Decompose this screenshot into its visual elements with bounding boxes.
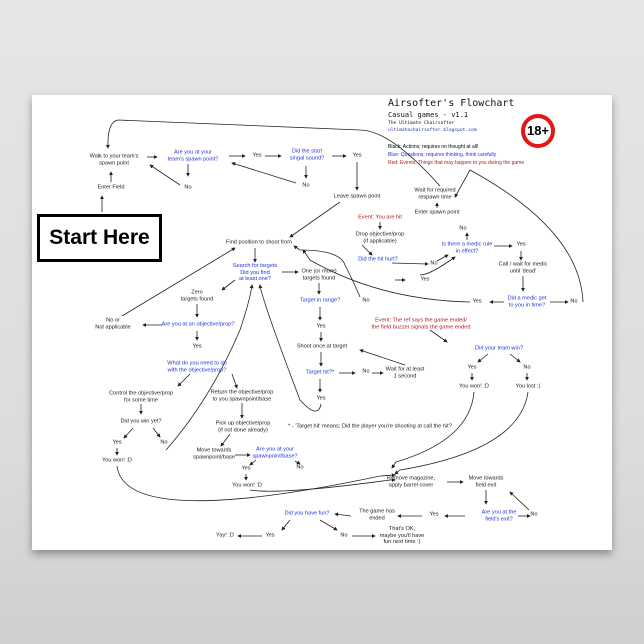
action-node: Drop objective/prop (if applicable) [355,231,405,244]
action-node: No [160,439,168,446]
action-node: Wait for required respawn time [414,187,456,200]
action-node: Call / wait for medic until 'dead' [498,261,548,274]
question-node: Did your team win? [475,345,523,352]
action-node: You lost :( [515,383,541,390]
action-node: Move towards spawnpoint/base [193,447,235,460]
action-node: Yes [252,152,262,159]
action-node: One (or more) targets found [301,268,337,281]
action-node: No [523,364,531,371]
action-node: Wait for at least 1 second [385,366,425,379]
action-node: Yes [265,532,275,539]
action-node: No [302,182,310,189]
question-node: Are you at your spawnpoint/base? [252,446,298,459]
age-18-plus-badge: 18+ [521,114,555,148]
action-node: Yes [516,241,526,248]
legend-actions: Black: Actions; requires no thought at a… [388,144,479,150]
action-node: Yes [316,395,326,402]
action-node: Zero targets found [180,289,214,302]
poster-title: Airsofter's Flowchart [388,98,515,109]
action-node: You won! :D [102,457,132,464]
action-node: That's OK, maybe you'll have fun next ti… [379,526,425,546]
action-node: Yes [467,364,477,371]
action-node: No [362,368,370,375]
poster-subtitle: Casual games - v1.1 [388,111,469,119]
action-node: Yes [112,439,122,446]
action-node: Walk to your team's spawn point [89,153,139,166]
action-node: Did you win yet? [120,418,162,425]
question-node: Did you have fun? [284,510,330,517]
action-node: Yes [429,511,439,518]
action-node: Shoot once at target [296,343,348,350]
question-node: Search for targets Did you find at least… [232,263,278,283]
poster-author: The Ultimate Chairsofter [388,121,455,126]
action-node: Leave spawn point [333,193,381,200]
action-node: You won! :D [232,482,262,489]
action-node: Yes [316,323,326,330]
action-node: Yes [192,343,202,350]
event-node: Event: The ref says the game ended/ the … [371,317,471,330]
question-node: Did the hit hurt? [358,256,398,263]
question-node: Are you at the field's exit? [481,509,517,522]
question-node: Is there a medic rule in effect? [441,241,493,254]
legend-questions: Blue: Questions; requires thinking, thin… [388,152,497,158]
question-node: Are you at an objective/prop? [161,321,235,328]
action-node: Move towards field exit [468,475,504,488]
action-node: No [459,225,467,232]
action-node: The game has ended [359,508,395,521]
action-node: Enter spawn point [414,209,460,216]
event-node: Event: You are hit [358,214,402,221]
action-node: No [362,297,370,304]
action-node: No [296,464,304,471]
action-node: * - 'Target hit' means: Did the player y… [288,423,452,430]
action-node: Return the objective/prop to you spawnpo… [210,389,274,402]
question-node: What do you need to do with the objectiv… [167,360,227,373]
action-node: No [530,511,538,518]
question-node: Target in range? [299,297,341,304]
action-node: No [430,260,438,267]
action-node: No [570,298,578,305]
action-node: Enter Field [97,184,125,191]
question-node: Did the start singal sound? [289,148,325,161]
action-node: Control the objective/prop for some time [109,390,173,403]
action-node: Yes [352,152,362,159]
action-node: Yes [420,276,430,283]
poster-site: ultimatechairsofter.blogspot.com [388,128,477,133]
action-node: No or Not applicable [95,317,131,330]
question-node: Did a medic get to you in time? [507,295,547,308]
question-node: Are you at your team's spawn point? [167,149,219,162]
question-node: Target hit?* [305,369,335,376]
legend-events: Red: Events; Things that may happen to y… [388,160,525,166]
action-node: No [184,184,192,191]
action-node: Remove magazine, apply barrel cover [386,475,436,488]
action-node: Yay! :D [216,532,234,539]
action-node: No [340,532,348,539]
action-node: Find position to shoot from [226,239,292,246]
action-node: You won! :D [459,383,489,390]
action-node: Yes [241,465,251,472]
start-here-box: Start Here [37,214,162,262]
action-node: Yes [472,298,482,305]
action-node: Pick up objective/prop (if not done alre… [215,420,271,433]
